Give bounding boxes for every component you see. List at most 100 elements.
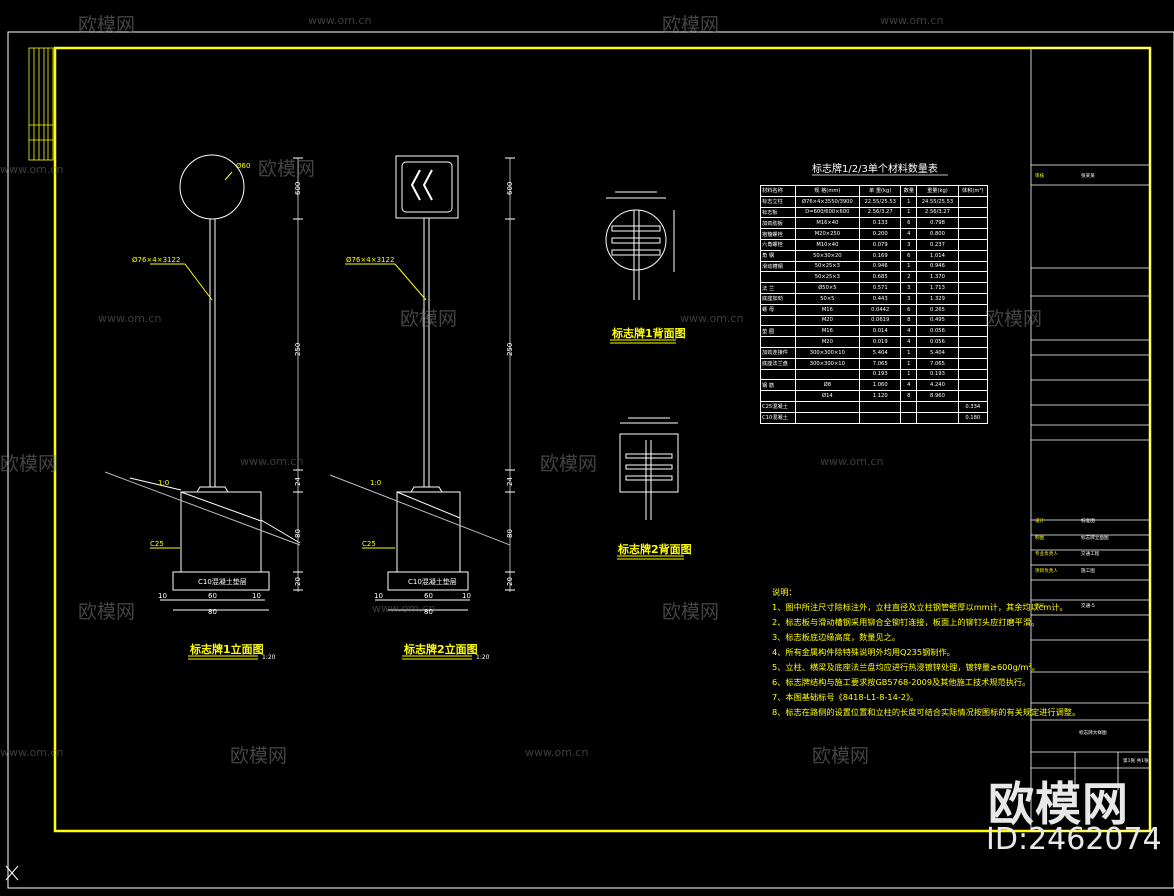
table-cell: 6 (900, 249, 918, 262)
title-block: 审核 张某某 设计标准图制图标志牌立面图专业负责人交通工程项目负责人施工图图号交… (1031, 48, 1149, 831)
wm-brand-5: 欧模网 (985, 308, 1042, 330)
table-cell: 3 (900, 238, 918, 251)
table-cell: 0.946 (859, 260, 902, 273)
table-cell: 0.056 (916, 336, 959, 348)
wm-brand-7: 欧模网 (540, 453, 597, 475)
table-cell (957, 368, 989, 381)
table-cell: 1 (900, 206, 918, 219)
wm-url-3: www.om.cn (0, 163, 63, 176)
note-item: 6、标志牌结构与施工要求按GB5768-2009及其他施工技术规范执行。 (772, 677, 1031, 687)
wm-brand-8: 欧模网 (78, 601, 135, 623)
table-cell: 材料名称 (760, 185, 796, 197)
dim-24-1: 24 (294, 477, 302, 486)
sign1-view-title: 标志牌1立面图 (189, 642, 264, 656)
table-cell: 标志立柱 (760, 195, 796, 208)
table-cell: M20 (794, 314, 861, 327)
title-block-frame (1030, 47, 1151, 832)
wm-url-4: www.om.cn (98, 312, 161, 325)
tb-row-key: 专业负责人 (1035, 552, 1058, 557)
table-cell (957, 271, 989, 284)
table-cell: Ø50×5 (794, 282, 861, 294)
table-cell: 4 (900, 228, 918, 240)
table-cell (957, 249, 989, 262)
table-cell: 0.0619 (859, 314, 902, 327)
table-cell: 24.55/25.53 (916, 195, 959, 208)
table-cell: 5.404 (916, 346, 959, 359)
dim-600-2: 600 (506, 182, 514, 195)
table-cell (957, 379, 989, 392)
table-cell: 3 (900, 282, 918, 294)
tb-row-value: 施工图 (1081, 569, 1095, 574)
sign1-foundation (180, 491, 262, 573)
table-cell: 8 (900, 314, 918, 327)
wm-brand-6: 欧模网 (0, 453, 57, 475)
dim-80-1: 80 (294, 529, 302, 538)
table-cell: 数量 (900, 185, 918, 197)
table-cell: 0.495 (916, 314, 959, 327)
sign1-plate-dim: Ø60 (236, 162, 250, 170)
table-cell (957, 336, 989, 348)
note-item: 5、立柱、横梁及底座法兰盘均应进行热浸镀锌处理，镀锌量≥600g/m²。 (772, 662, 1040, 672)
table-cell: 0.180 (957, 411, 989, 424)
note-item: 1、图中所注尺寸除标注外，立柱直径及立柱钢管壁厚以mm计，其余均以cm计。 (772, 602, 1068, 612)
table-cell: 8 (900, 390, 918, 402)
sign1-slope-label: 1:0 (158, 479, 169, 487)
sign2-view-title: 标志牌2立面图 (403, 642, 478, 656)
plate2-back-view (619, 417, 679, 520)
dimension-texts: 600 250 24 80 20 600 250 24 80 20 10 60 … (158, 182, 514, 616)
table-cell: 1 (900, 195, 918, 208)
table-cell: 0.798 (916, 217, 959, 230)
table-cell: Ø76×4×3550/3900 (794, 195, 861, 208)
sign1-elevation (104, 154, 303, 611)
notes-list: 1、图中所注尺寸除标注外，立柱直径及立柱钢管壁厚以mm计，其余均以cm计。2、标… (772, 600, 1080, 720)
dim-600-1: 600 (294, 182, 302, 195)
table-cell (900, 411, 918, 424)
table-cell: 2 (900, 271, 918, 284)
table-cell: 0.193 (859, 368, 902, 381)
tb-row-key: 设计 (1035, 519, 1045, 524)
dim-80-2: 80 (506, 529, 514, 538)
tb-drawing-name: 标志牌大样图 (1079, 731, 1107, 736)
dim-bottom-80a: 80 (208, 608, 217, 616)
wm-brand-4: 欧模网 (400, 308, 457, 330)
table-cell: 1.370 (916, 271, 959, 284)
table-cell: 法 兰 (760, 282, 796, 294)
plate1-view-title: 标志牌1背面图 (611, 326, 686, 340)
table-cell: 1.014 (916, 249, 959, 262)
binding-strip (28, 47, 54, 161)
tb-row-key: 项目负责人 (1035, 569, 1058, 574)
table-cell: 0.334 (957, 400, 989, 413)
table-cell: 0.265 (916, 303, 959, 316)
title-underlines (188, 339, 684, 660)
wm-url-6: www.om.cn (240, 455, 303, 468)
tb-row-value: 交通-5 (1081, 604, 1095, 609)
table-cell: 7.065 (859, 357, 902, 370)
tb-top-value: 张某某 (1081, 174, 1095, 179)
table-cell (794, 400, 861, 413)
table-cell: Ø8 (794, 379, 861, 392)
table-cell: 滑动槽钢 (760, 260, 796, 273)
table-cell: 300×300×10 (794, 357, 861, 370)
wm-url-2: www.om.cn (880, 14, 943, 27)
drawing-labels: Ø76×4×3122 Ø76×4×3122 C25 C25 Ø60 1:0 1:… (132, 162, 394, 548)
table-cell: 单 重(kg) (859, 185, 902, 197)
dim-bottom-60a: 60 (208, 592, 217, 600)
table-cell: 加劲连接件 (760, 346, 796, 359)
table-cell: M10×40 (794, 238, 861, 251)
table-cell (957, 238, 989, 251)
sign1-base-pad (172, 571, 270, 591)
table-cell (957, 228, 989, 240)
tb-row-key: 制图 (1035, 536, 1045, 541)
table-cell (794, 368, 861, 381)
table-cell (957, 303, 989, 316)
table-cell: 1.120 (859, 390, 902, 402)
table-cell: M16×40 (794, 217, 861, 230)
table-cell (794, 411, 861, 424)
table-cell: 体积(m³) (957, 185, 989, 197)
dim-bottom-10a: 10 (158, 592, 167, 600)
table-cell: 0.056 (916, 325, 959, 338)
